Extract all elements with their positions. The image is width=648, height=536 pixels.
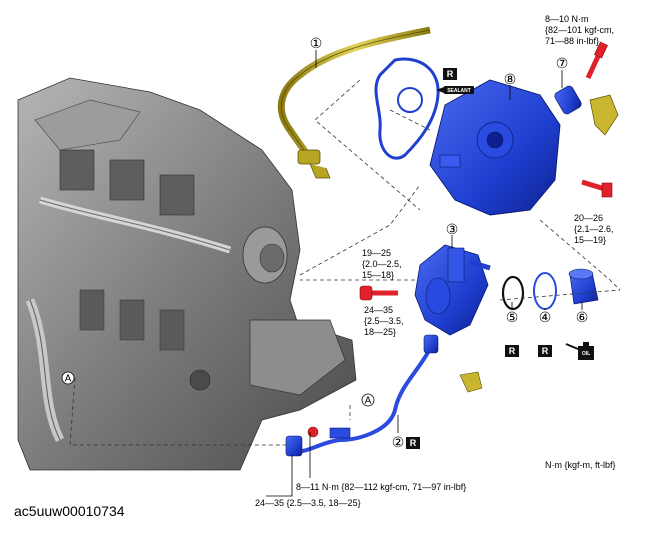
svg-text:⑥: ⑥ [576,309,589,325]
svg-text:8—11 N·m {82—112 kgf-cm, 71—97: 8—11 N·m {82—112 kgf-cm, 71—97 in-lbf} [296,482,466,492]
callout-4: ④ [539,309,552,325]
torque-label-8: 20—26 {2.1—2.6, 15—19} [574,213,614,245]
svg-text:OIL: OIL [582,351,590,357]
sealant-tube-icon: SEALANT [436,86,474,94]
units-note: N·m {kgf-m, ft-lbf} [545,460,616,470]
svg-text:24—35 {2.5—3.5, 18—25}: 24—35 {2.5—3.5, 18—25} [255,498,361,508]
svg-text:{2.1—2.6,: {2.1—2.6, [574,224,614,234]
svg-text:{2.0—2.5,: {2.0—2.5, [362,259,402,269]
callout-5: ⑤ [506,309,519,325]
svg-text:15—19}: 15—19} [574,235,606,245]
replace-badge-pipe: R [406,437,420,449]
bolt-2 [307,426,319,438]
svg-text:8—10 N·m: 8—10 N·m [545,14,589,24]
torque-label-3-bolt: 19—25 {2.0—2.5, 15—18} [362,248,402,280]
svg-text:④: ④ [539,309,552,325]
svg-text:R: R [410,438,417,448]
gasket-part [374,57,440,160]
bolt-8 [581,179,613,198]
svg-text:⑦: ⑦ [556,55,569,71]
o-ring-part-5 [501,275,525,311]
pipe-part-1 [277,26,431,179]
roller-part-6 [568,268,599,305]
torque-label-7: 8—10 N·m {82—101 kgf-cm, 71—88 in-lbf} [545,14,614,46]
svg-text:SEALANT: SEALANT [447,88,471,94]
bolt-7 [585,41,608,80]
leader-lines [315,50,583,433]
fuel-pipe-part-2 [285,334,439,457]
callout-6: ⑥ [576,309,589,325]
svg-text:⑤: ⑤ [506,309,519,325]
ref-marker-a-left: A [61,371,75,385]
torque-label-3-fitting: 24—35 {2.5—3.5, 18—25} [364,305,404,337]
callout-3: ③ [446,221,459,237]
svg-text:R: R [447,69,454,79]
callout-2: ② [392,434,405,450]
figure-code: ac5uuw00010734 [14,503,125,519]
ref-marker-a-right: A [361,393,375,407]
callout-1: ① [310,35,323,51]
svg-text:15—18}: 15—18} [362,270,394,280]
svg-text:A: A [365,396,372,407]
torque-label-2-fitting: 24—35 {2.5—3.5, 18—25} [255,455,361,508]
sensor-part-7 [554,85,619,136]
svg-text:R: R [542,346,549,356]
svg-text:{82—101 kgf-cm,: {82—101 kgf-cm, [545,25,614,35]
svg-text:71—88 in-lbf}: 71—88 in-lbf} [545,36,599,46]
replace-badge-oring-5: R [505,345,519,357]
svg-text:24—35: 24—35 [364,305,393,315]
svg-text:{2.5—3.5,: {2.5—3.5, [364,316,404,326]
clip-part [459,371,483,393]
engine-block [17,77,357,471]
bolt-3 [359,285,398,301]
torque-label-2: 8—11 N·m {82—112 kgf-cm, 71—97 in-lbf} [296,432,466,492]
svg-text:③: ③ [446,221,459,237]
svg-text:R: R [509,346,516,356]
dashed-guides [69,79,621,446]
housing-part-3 [414,244,491,336]
o-ring-part-4 [533,272,557,310]
fuel-pump-part-8 [429,79,561,216]
replace-badge-gasket: R [443,68,457,80]
svg-text:18—25}: 18—25} [364,327,396,337]
svg-text:⑧: ⑧ [504,71,517,87]
svg-text:20—26: 20—26 [574,213,603,223]
svg-text:②: ② [392,434,405,450]
callout-7: ⑦ [556,55,569,71]
callout-8: ⑧ [504,71,517,87]
replace-badge-oring-4: R [538,345,552,357]
oil-can-icon: OIL [565,342,594,360]
svg-text:19—25: 19—25 [362,248,391,258]
svg-text:A: A [65,374,72,385]
svg-text:①: ① [310,35,323,51]
